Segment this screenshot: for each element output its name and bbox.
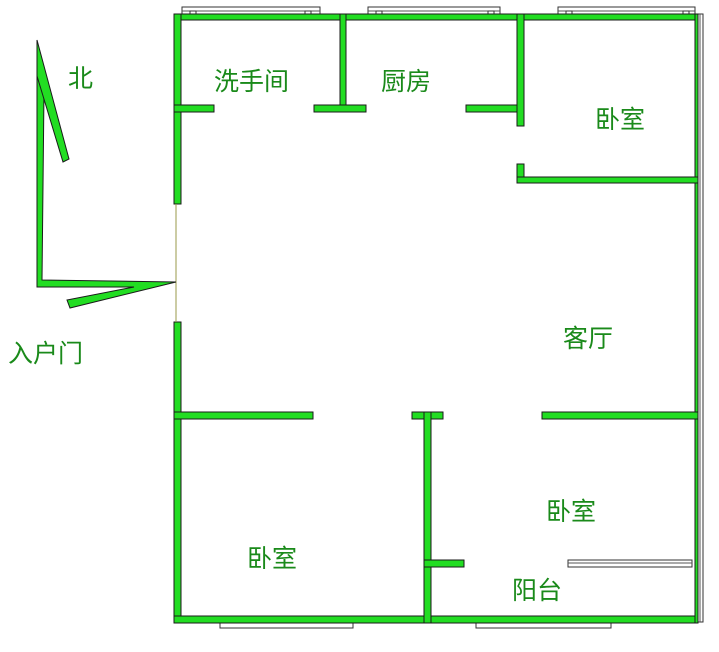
- wall-right-exterior: [694, 13, 699, 624]
- wall-living-bottom-right: [541, 411, 699, 420]
- wall-bath-bottom-right: [313, 104, 367, 113]
- window-balcony-door: [567, 559, 693, 568]
- compass: [36, 39, 70, 163]
- wall-bedroom-partition: [423, 411, 432, 624]
- entrance-door: [36, 41, 177, 322]
- windows: [181, 6, 704, 629]
- labels: 北 入户门 洗手间 厨房 卧室 客厅 卧室 卧室 阳台: [8, 64, 645, 605]
- wall-kitchen-bedroom: [516, 13, 525, 127]
- room-label-bedroom-ne: 卧室: [595, 105, 645, 134]
- wall-left-lower: [173, 321, 182, 624]
- room-label-kitchen: 厨房: [381, 67, 431, 96]
- room-label-bathroom: 洗手间: [214, 67, 289, 96]
- wall-balcony-stub: [423, 559, 465, 568]
- walls: [173, 13, 699, 624]
- compass-north-label: 北: [68, 64, 93, 93]
- entrance-door-leaf: [36, 41, 177, 309]
- wall-bath-bottom-left: [173, 104, 215, 113]
- wall-bedroom-ne-bottom: [516, 176, 699, 184]
- wall-bottom-exterior: [173, 615, 699, 624]
- room-label-living-room: 客厅: [563, 324, 613, 353]
- wall-living-bottom-left: [173, 411, 314, 420]
- wall-bath-kitchen: [339, 13, 347, 113]
- north-arrow-icon: [36, 39, 70, 163]
- room-label-balcony: 阳台: [512, 576, 562, 605]
- entrance-label: 入户门: [8, 339, 83, 368]
- room-label-bedroom-sw: 卧室: [247, 544, 297, 573]
- wall-top-exterior: [173, 13, 699, 21]
- wall-kitchen-bottom: [465, 104, 525, 113]
- room-label-bedroom-se: 卧室: [546, 497, 596, 526]
